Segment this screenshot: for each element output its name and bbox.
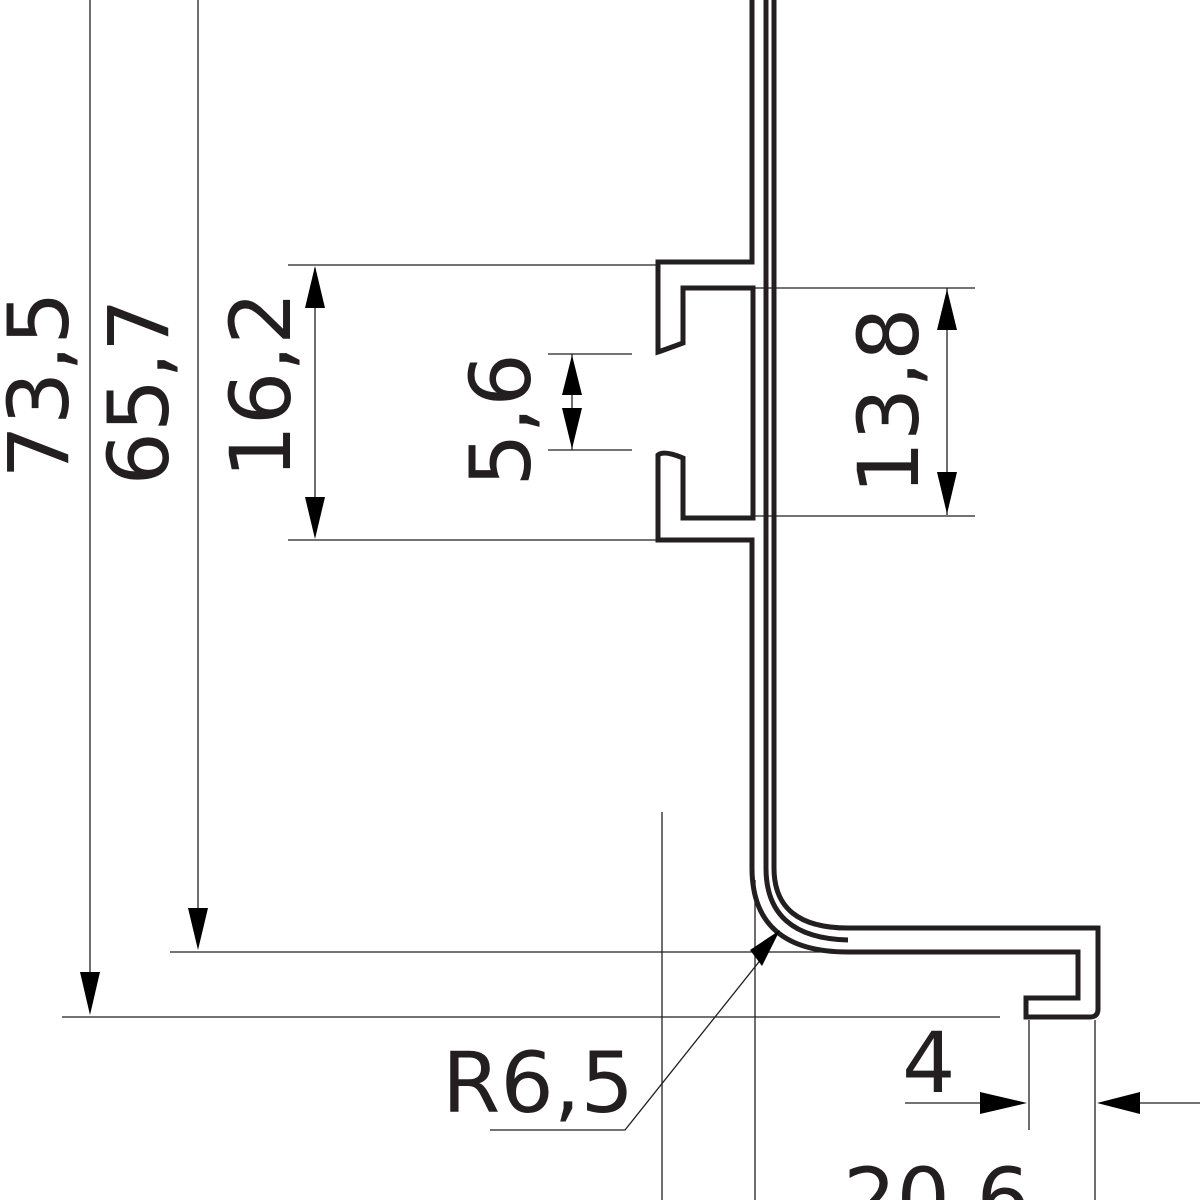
label-slot-outer-height: 16,2 [212, 291, 310, 478]
profile-outer-contour [655, 0, 1101, 1020]
label-inner-height: 65,7 [90, 298, 188, 485]
arrow-16-2-top [305, 266, 325, 308]
label-bend-radius: R6,5 [442, 1034, 634, 1132]
arrow-65-7-bottom [188, 908, 208, 950]
dimension-labels: 73,5 65,7 16,2 5,6 13,8 R6,5 4 20,6 [0, 291, 1030, 1200]
label-slot-inner-height: 13,8 [840, 307, 938, 494]
arrow-5-6-bottom [562, 408, 582, 449]
label-lip-width: 4 [902, 1014, 955, 1112]
profile-inner-wall [763, 0, 849, 943]
profile-outline [655, 0, 1101, 1020]
arrow-4-left [980, 1092, 1027, 1114]
arrow-13-8-bottom [937, 472, 957, 514]
arrowheads [80, 266, 1140, 1114]
label-total-height: 73,5 [0, 291, 88, 478]
radius-leader-line [490, 947, 771, 1131]
extension-lines [62, 0, 1200, 1200]
label-slot-gap: 5,6 [452, 353, 550, 487]
arrow-13-8-top [937, 289, 957, 330]
arrow-73-5-bottom [80, 972, 100, 1015]
arrow-4-right [1097, 1092, 1140, 1114]
arrow-16-2-bottom [305, 497, 325, 539]
label-flange-width: 20,6 [843, 1150, 1030, 1200]
arrow-5-6-top [562, 355, 582, 395]
arrow-radius [750, 930, 780, 966]
